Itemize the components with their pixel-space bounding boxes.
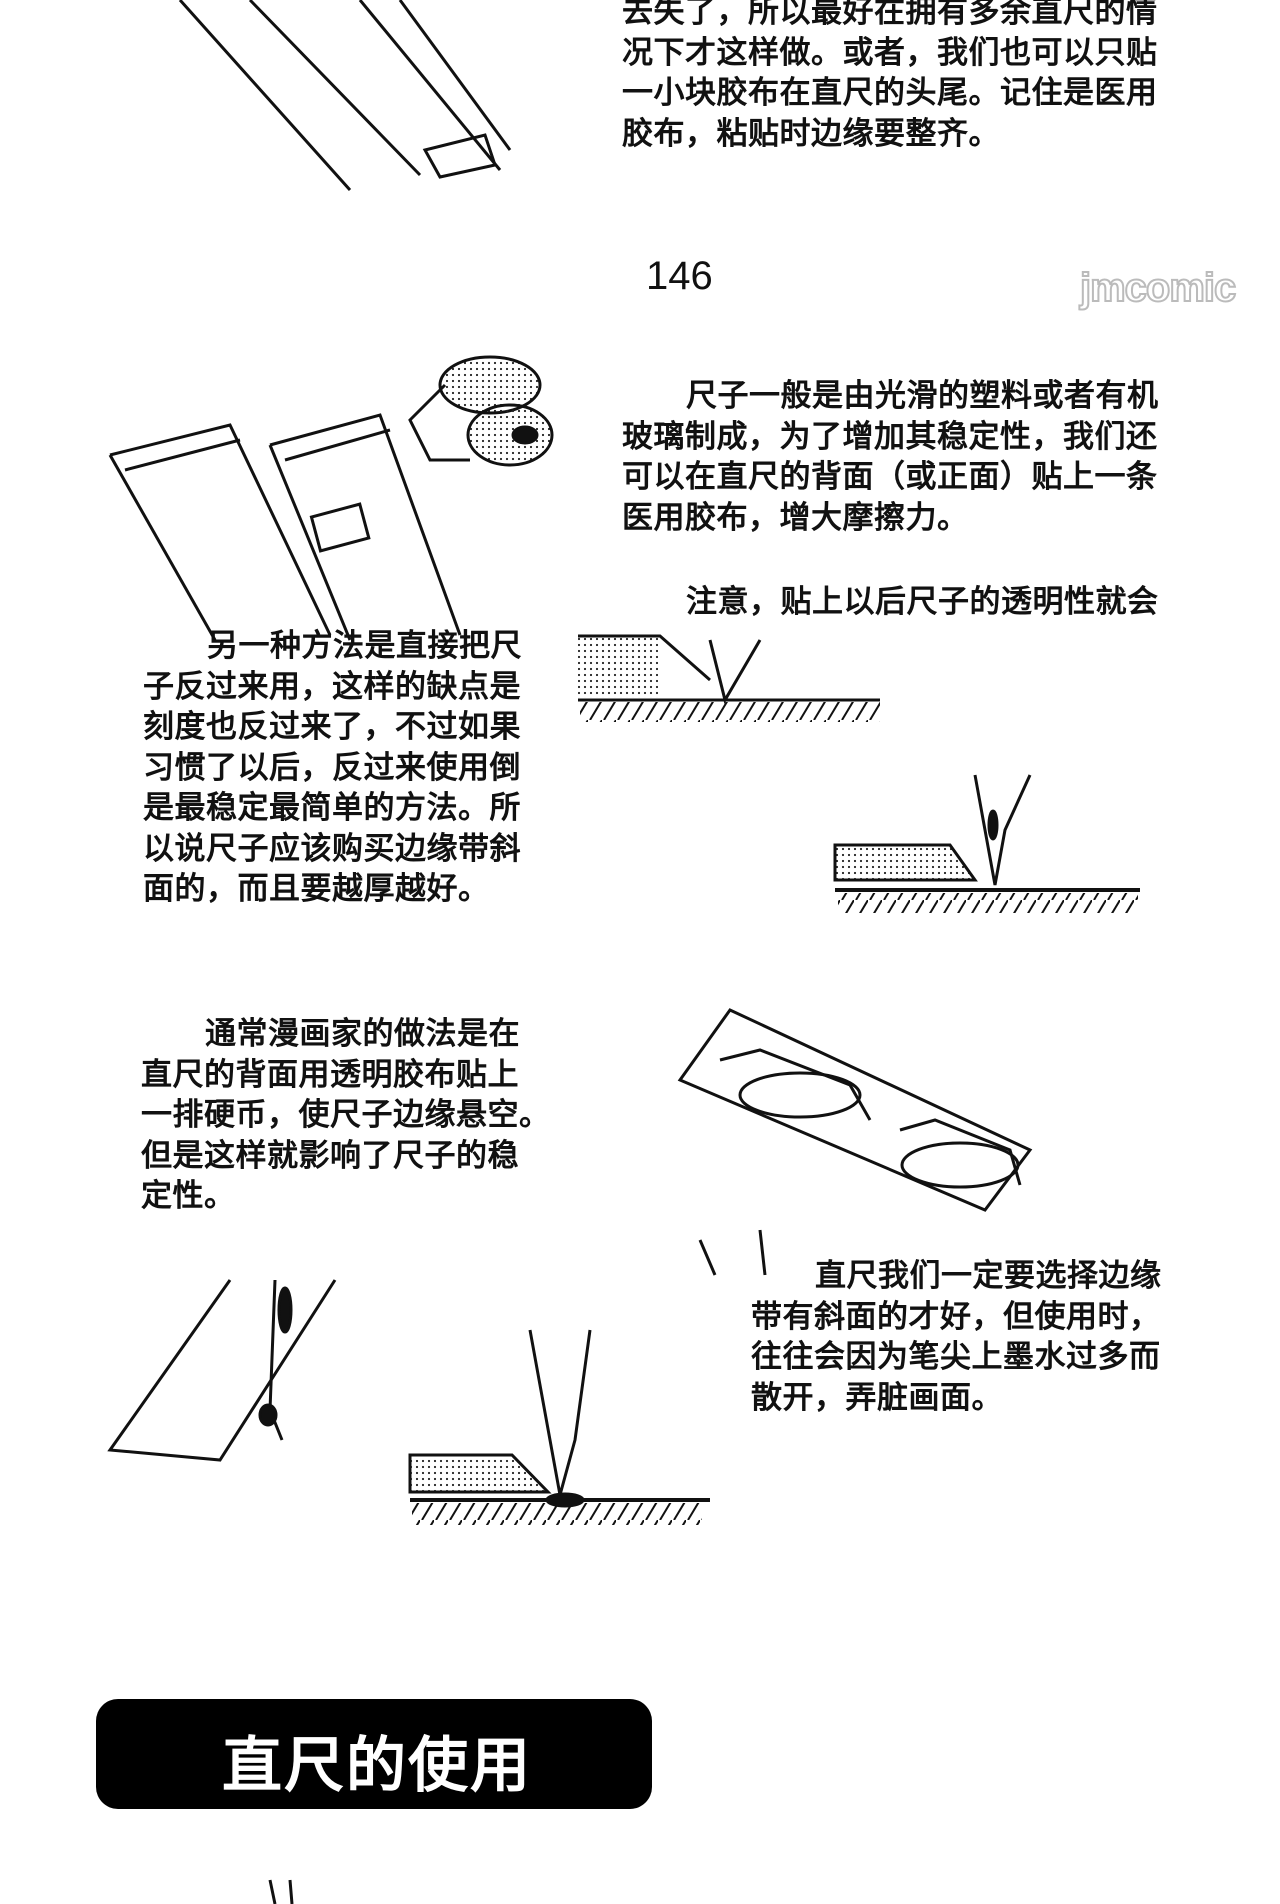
page-number: 146 <box>646 254 713 298</box>
text-line: 注意，贴上以后尺子的透明性就会 <box>686 584 1159 620</box>
text-line: 玻璃制成，为了增加其稳定性，我们还 <box>622 418 1158 455</box>
text-line: 去失了，所以最好在拥有多余直尺的情 <box>622 0 1158 30</box>
rulers-and-tape-roll-drawing <box>108 355 554 641</box>
paragraph-top-right: 去失了，所以最好在拥有多余直尺的情 况下才这样做。或者，我们也可以只贴 一小块胶… <box>622 0 1158 154</box>
text-line: 胶布，粘贴时边缘要整齐。 <box>622 115 1000 152</box>
reversed-ruler-cross-section-1 <box>578 634 880 722</box>
text-line: 另一种方法是直接把尺 <box>207 628 522 664</box>
text-line: 散开，弄脏画面。 <box>751 1379 1003 1416</box>
watermark-logo: jmcomic <box>1079 265 1237 311</box>
ruler-and-pen-drawing <box>107 1279 337 1904</box>
text-line: 刻度也反过来了，不过如果 <box>143 709 521 745</box>
text-line: 况下才这样做。或者，我们也可以只贴 <box>622 34 1158 71</box>
paragraph-reverse-ruler: 另一种方法是直接把尺 子反过来用，这样的缺点是 刻度也反过来了，不过如果 习惯了… <box>143 626 522 910</box>
section-header: 直尺的使用 <box>96 1699 652 1809</box>
text-line: 子反过来用，这样的缺点是 <box>143 668 521 705</box>
text-line: 定性。 <box>141 1178 236 1214</box>
text-line: 可以在直尺的背面（或正面）贴上一条 <box>622 459 1158 495</box>
ruler-with-coins-drawing <box>677 1008 1033 1212</box>
text-line: 往往会因为笔尖上墨水过多而 <box>751 1339 1161 1375</box>
text-line: 面的，而且要越厚越好。 <box>143 871 490 907</box>
text-line: 是最稳定最简单的方法。所 <box>143 790 521 826</box>
paragraph-bevel: 直尺我们一定要选择边缘 带有斜面的才好，但使用时， 往往会因为笔尖上墨水过多而 … <box>751 1256 1162 1418</box>
text-line: 直尺我们一定要选择边缘 <box>815 1258 1162 1294</box>
ruler-with-tape-drawing <box>178 0 512 192</box>
ink-smudge-cross-section <box>408 1229 767 1525</box>
text-line: 医用胶布，增大摩擦力。 <box>622 499 969 536</box>
text-line: 以说尺子应该购买边缘带斜 <box>143 830 521 867</box>
text-line: 尺子一般是由光滑的塑料或者有机 <box>686 378 1159 414</box>
text-line: 但是这样就影响了尺子的稳 <box>141 1137 519 1174</box>
paragraph-note: 注意，贴上以后尺子的透明性就会 <box>622 582 1159 623</box>
text-line: 一排硬币，使尺子边缘悬空。 <box>141 1097 551 1133</box>
beveled-ruler-cross-section-2 <box>833 774 1140 913</box>
text-line: 直尺的背面用透明胶布贴上 <box>141 1056 519 1093</box>
text-line: 通常漫画家的做法是在 <box>205 1016 520 1052</box>
text-line: 带有斜面的才好，但使用时， <box>751 1298 1161 1335</box>
paragraph-coins: 通常漫画家的做法是在 直尺的背面用透明胶布贴上 一排硬币，使尺子边缘悬空。 但是… <box>141 1014 551 1217</box>
section-title: 直尺的使用 <box>222 1731 532 1801</box>
text-line: 一小块胶布在直尺的头尾。记住是医用 <box>622 75 1158 111</box>
text-line: 习惯了以后，反过来使用倒 <box>143 749 521 786</box>
paragraph-ruler-material: 尺子一般是由光滑的塑料或者有机 玻璃制成，为了增加其稳定性，我们还 可以在直尺的… <box>622 376 1159 538</box>
